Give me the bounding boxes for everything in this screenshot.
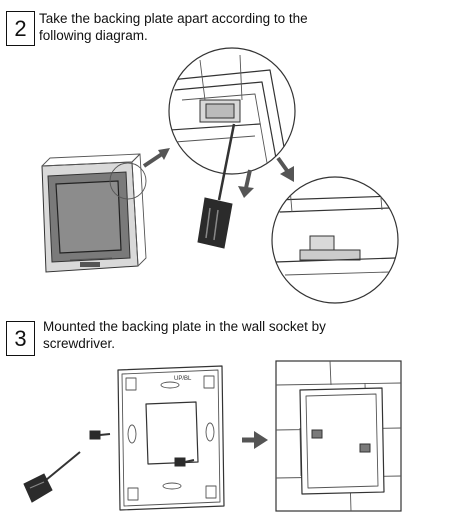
arrow-right-icon <box>242 431 268 449</box>
screwdriver-illustration <box>24 452 80 502</box>
screw-icon <box>90 431 110 439</box>
plate-label: UP/BL <box>174 376 192 382</box>
wall-socket-illustration <box>276 361 401 511</box>
backing-plate-illustration: UP/BL <box>118 366 224 510</box>
